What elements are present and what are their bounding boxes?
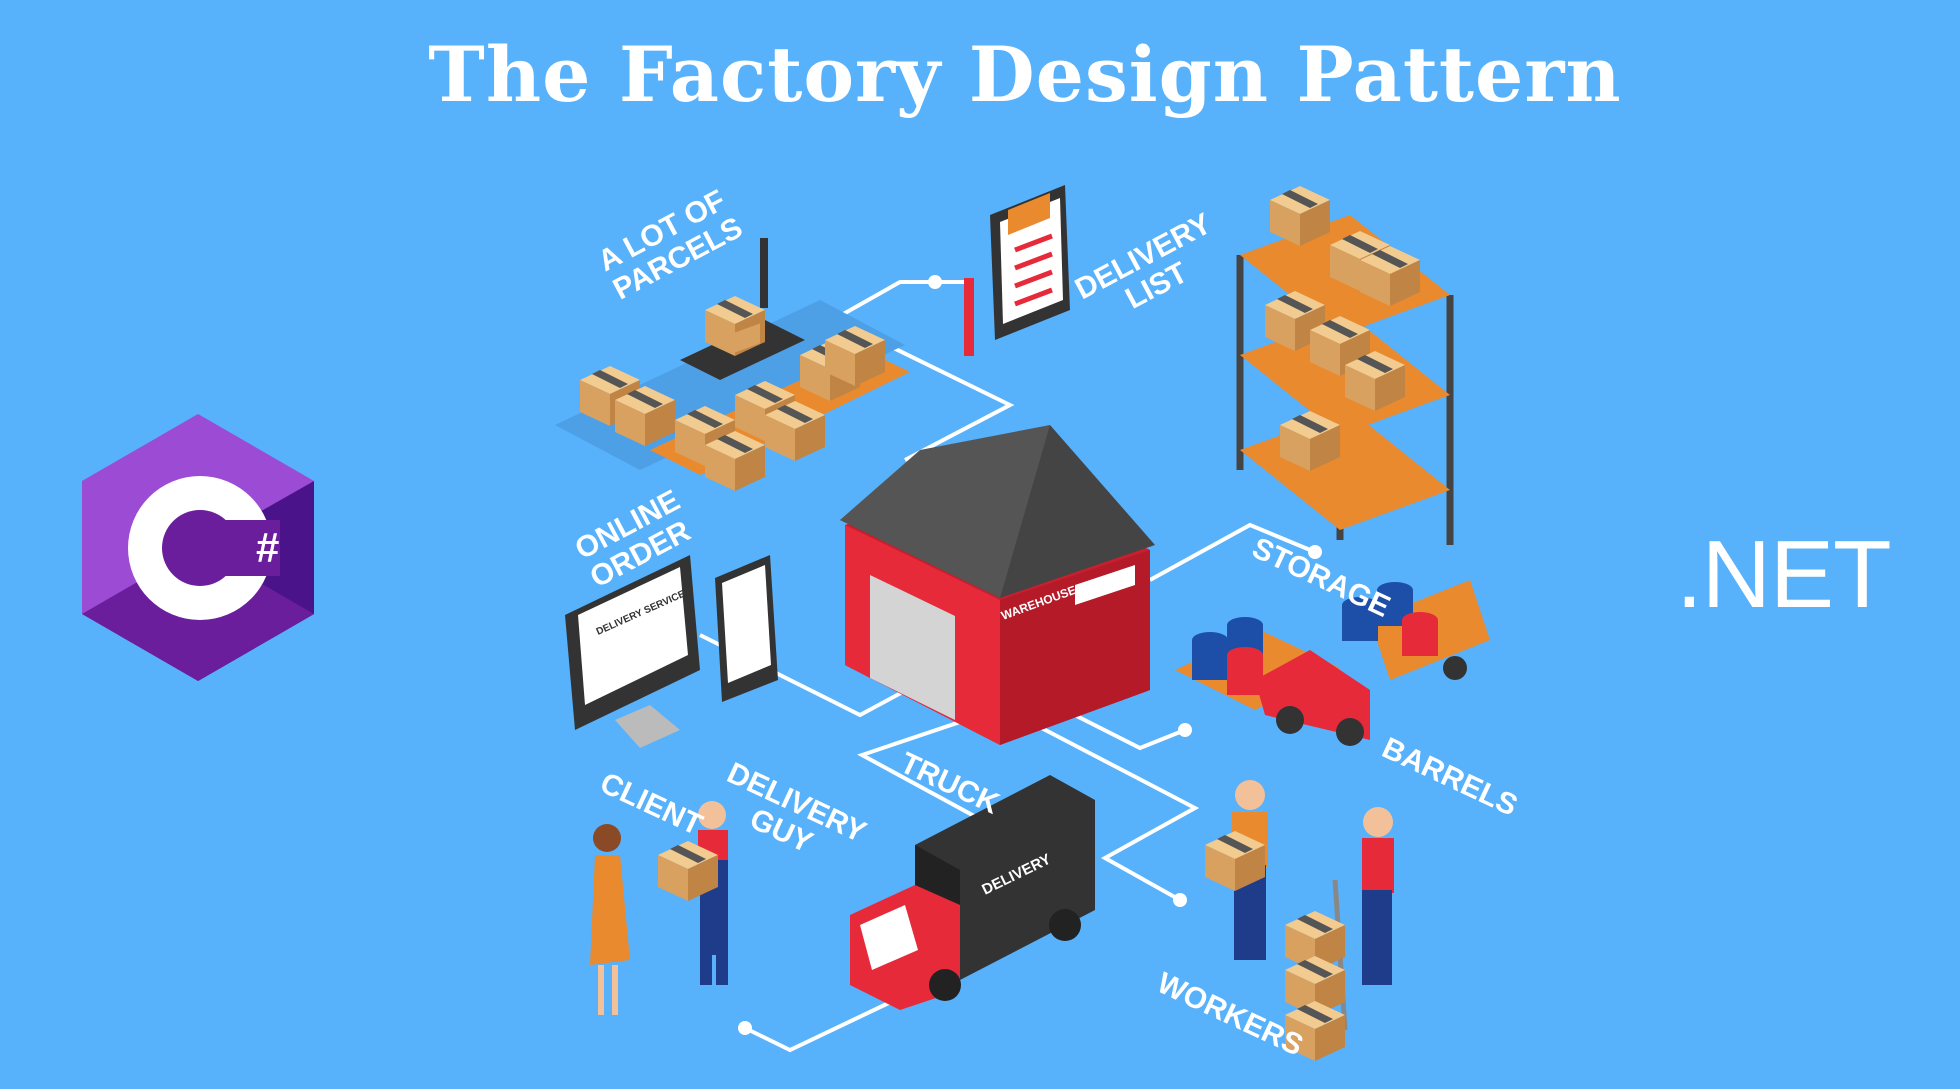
online-order-devices: DELIVERY SERVICE [565,323,778,748]
client-and-delivery-guy [590,801,728,1015]
svg-text:A LOT OF PARCELS: A LOT OF PARCELS [593,180,754,307]
label-storage: STORAGE [1247,531,1395,623]
barrels-truck [1175,580,1490,746]
storage-shelf [1236,186,1454,545]
warehouse-building: WAREHOUSE [840,425,1155,745]
dotnet-logo-text: .NET [1676,521,1892,628]
csharp-logo-icon: # [82,414,314,681]
svg-text:DELIVERY GUY: DELIVERY GUY [709,756,879,881]
label-truck: TRUCK [895,746,1004,820]
workers-group [1205,780,1394,1061]
label-workers: WORKERS [1152,966,1308,1062]
label-barrels: BARRELS [1377,731,1522,822]
page-title: The Factory Design Pattern [428,30,1622,119]
svg-text:DELIVERY LIST: DELIVERY LIST [1070,203,1239,334]
parcels-platform [555,238,910,491]
delivery-truck: DELIVERY [850,775,1095,1010]
delivery-list-clipboard-icon [964,185,1070,356]
csharp-sharp-glyph: # [256,524,279,571]
